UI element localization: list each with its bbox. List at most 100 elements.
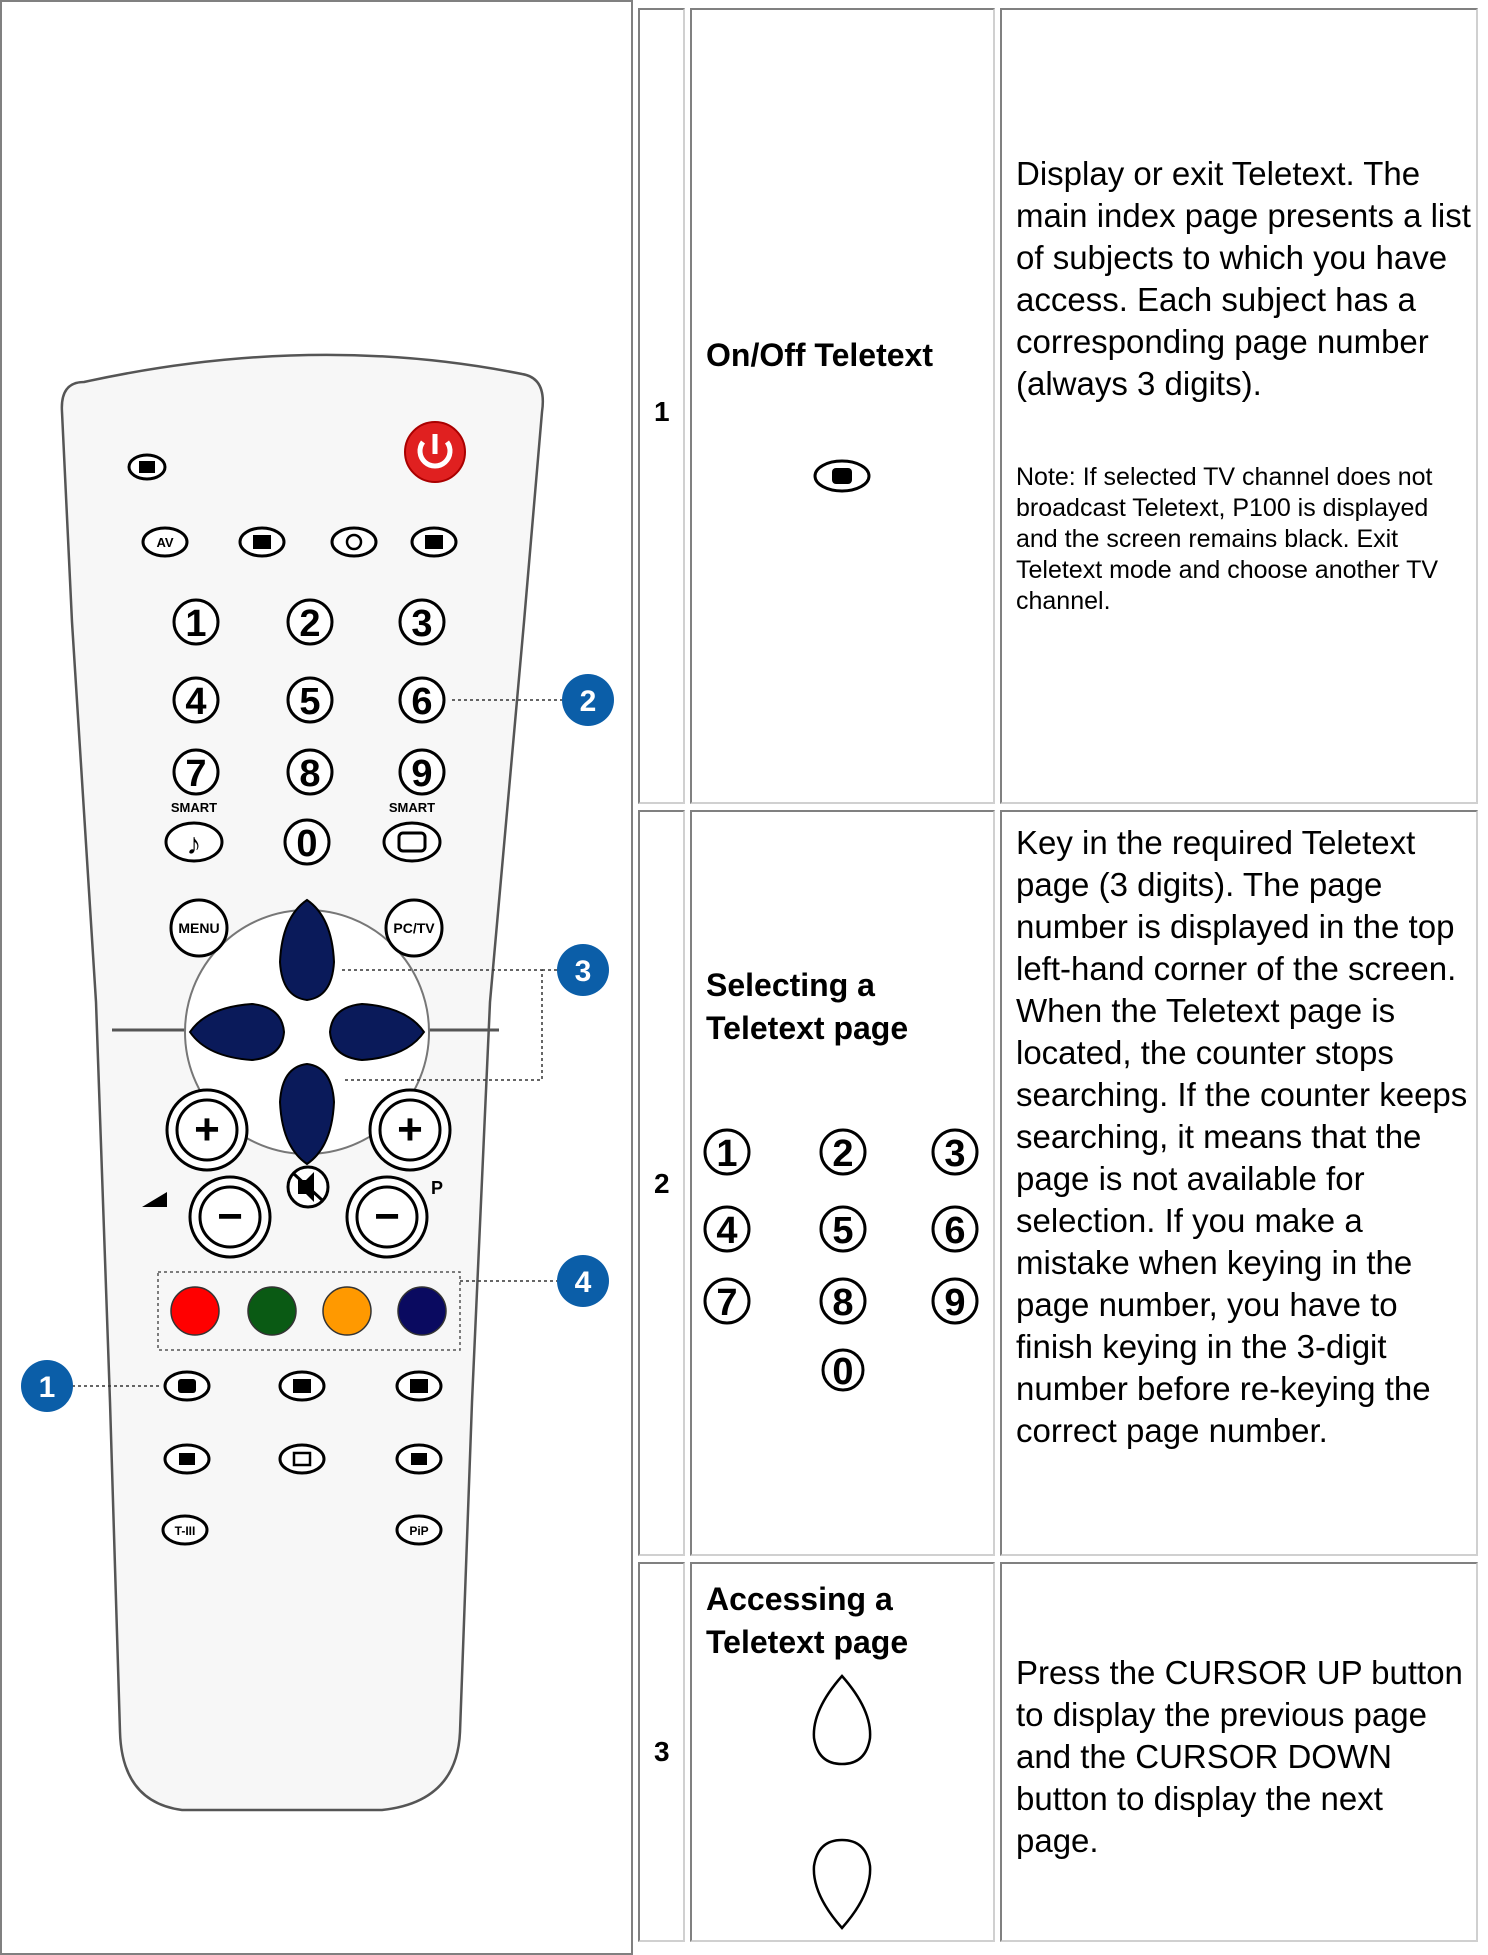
svg-text:T-III: T-III [175, 1524, 196, 1538]
svg-text:1: 1 [716, 1133, 737, 1175]
yellow-button[interactable] [322, 1286, 372, 1336]
green-button[interactable] [247, 1286, 297, 1336]
row2-digit-9: 9 [931, 1277, 979, 1325]
callout-1: 1 [21, 1360, 73, 1412]
t3d-button[interactable]: T-III [161, 1514, 209, 1546]
cursor-up-button[interactable] [278, 898, 336, 1002]
svg-text:5: 5 [299, 681, 320, 723]
row-3-number-cell: 3 [638, 1562, 685, 1942]
row-1-number: 1 [654, 396, 670, 427]
color-buttons-frame [157, 1271, 461, 1351]
svg-text:PiP: PiP [409, 1524, 428, 1538]
teletext-split-button[interactable] [395, 1370, 443, 1402]
svg-text:0: 0 [832, 1351, 853, 1392]
teletext-hold-button[interactable] [395, 1443, 443, 1475]
digit-key-9[interactable]: 9 [398, 748, 446, 796]
smart-sound-button[interactable]: ♪ [164, 821, 224, 863]
row2-digit-5: 5 [819, 1205, 867, 1253]
row2-digit-4: 4 [703, 1205, 751, 1253]
svg-text:1: 1 [185, 603, 206, 645]
teletext-top-button[interactable] [410, 526, 458, 558]
smart-picture-button[interactable] [382, 821, 442, 863]
svg-text:7: 7 [716, 1282, 737, 1324]
subtitle-button[interactable] [238, 526, 286, 558]
power-button[interactable] [404, 421, 466, 483]
teletext-on-off-button[interactable] [163, 1370, 211, 1402]
av-label: AV [156, 535, 173, 550]
row2-digit-8: 8 [819, 1277, 867, 1325]
cursor-left-button[interactable] [188, 1002, 286, 1062]
callout-3: 3 [557, 944, 609, 996]
row-1-description-cell: Display or exit Teletext. The main index… [1000, 8, 1478, 804]
teletext-enlarge-button[interactable] [163, 1443, 211, 1475]
cursor-down-button[interactable] [278, 1062, 336, 1166]
svg-text:9: 9 [411, 753, 432, 795]
timer-button[interactable] [330, 526, 378, 558]
digit-key-8[interactable]: 8 [286, 748, 334, 796]
svg-text:6: 6 [944, 1210, 965, 1252]
digit-key-4[interactable]: 4 [172, 676, 220, 724]
callout-4: 4 [557, 1255, 609, 1307]
svg-text:0: 0 [296, 823, 317, 865]
row-3-description: Press the CURSOR UP button to display th… [1016, 1654, 1463, 1859]
svg-text:3: 3 [944, 1133, 965, 1175]
cursor-right-button[interactable] [328, 1002, 426, 1062]
row2-digit-6: 6 [931, 1205, 979, 1253]
row2-digit-2: 2 [819, 1128, 867, 1176]
svg-text:MENU: MENU [178, 920, 219, 936]
svg-text:PC/TV: PC/TV [393, 920, 435, 936]
mute-button[interactable] [286, 1165, 330, 1209]
volume-icon [142, 1192, 167, 1207]
teletext-mix-button[interactable] [278, 1370, 326, 1402]
svg-text:5: 5 [832, 1210, 853, 1252]
pip-button[interactable]: PiP [395, 1514, 443, 1546]
row-2-number-cell: 2 [638, 810, 685, 1556]
row-1-note: Note: If selected TV channel does not br… [1016, 463, 1439, 615]
teletext-info-button[interactable] [278, 1443, 326, 1475]
volume-up-button[interactable]: + [165, 1088, 249, 1172]
row-3-number: 3 [654, 1736, 670, 1767]
svg-text:2: 2 [580, 685, 597, 718]
picture-format-button[interactable] [127, 453, 167, 481]
digit-key-0[interactable]: 0 [283, 818, 331, 866]
row-3-feature: Accessing a Teletext page [706, 1581, 909, 1660]
blue-button[interactable] [397, 1286, 447, 1336]
digit-key-6[interactable]: 6 [398, 676, 446, 724]
row-1-feature: On/Off Teletext [706, 337, 933, 373]
program-up-button[interactable]: + [368, 1088, 452, 1172]
svg-text:+: + [397, 1105, 423, 1154]
volume-down-button[interactable]: − [188, 1175, 272, 1259]
svg-text:4: 4 [185, 681, 206, 723]
svg-text:2: 2 [832, 1133, 853, 1175]
digit-key-2[interactable]: 2 [286, 598, 334, 646]
svg-text:−: − [374, 1192, 400, 1241]
digit-key-7[interactable]: 7 [172, 748, 220, 796]
svg-text:6: 6 [411, 681, 432, 723]
svg-text:2: 2 [299, 603, 320, 645]
svg-text:3: 3 [411, 603, 432, 645]
digit-keys-illustration: 1 2 3 4 5 6 7 8 9 0 [703, 1128, 979, 1392]
digit-key-3[interactable]: 3 [398, 598, 446, 646]
row-3-feature-cell: Accessing a Teletext page [690, 1562, 995, 1942]
row-1-description: Display or exit Teletext. The main index… [1016, 155, 1471, 402]
row-2-feature: Selecting a Teletext page [706, 967, 909, 1046]
program-label: P [431, 1178, 443, 1198]
menu-button[interactable]: MENU [169, 898, 229, 958]
digit-key-5[interactable]: 5 [286, 676, 334, 724]
row2-digit-0: 0 [821, 1348, 865, 1392]
remote-image-cell: AV 1 2 3 4 5 6 7 8 9 SMART SMART ♪ 0 MEN… [0, 0, 633, 1955]
smart-picture-label: SMART [389, 800, 435, 815]
svg-text:−: − [217, 1192, 243, 1241]
av-button[interactable]: AV [141, 526, 189, 558]
pc-tv-button[interactable]: PC/TV [384, 898, 444, 958]
row-3-description-cell: Press the CURSOR UP button to display th… [1000, 1562, 1478, 1942]
row-2-description: Key in the required Teletext page (3 dig… [1016, 824, 1468, 1449]
row2-digit-3: 3 [931, 1128, 979, 1176]
svg-text:8: 8 [299, 753, 320, 795]
teletext-button-icon [813, 459, 871, 493]
digit-key-1[interactable]: 1 [172, 598, 220, 646]
cursor-up-icon [812, 1674, 872, 1766]
red-button[interactable] [170, 1286, 220, 1336]
program-down-button[interactable]: − [345, 1175, 429, 1259]
remote-control-illustration: AV 1 2 3 4 5 6 7 8 9 SMART SMART ♪ 0 MEN… [21, 353, 614, 1812]
